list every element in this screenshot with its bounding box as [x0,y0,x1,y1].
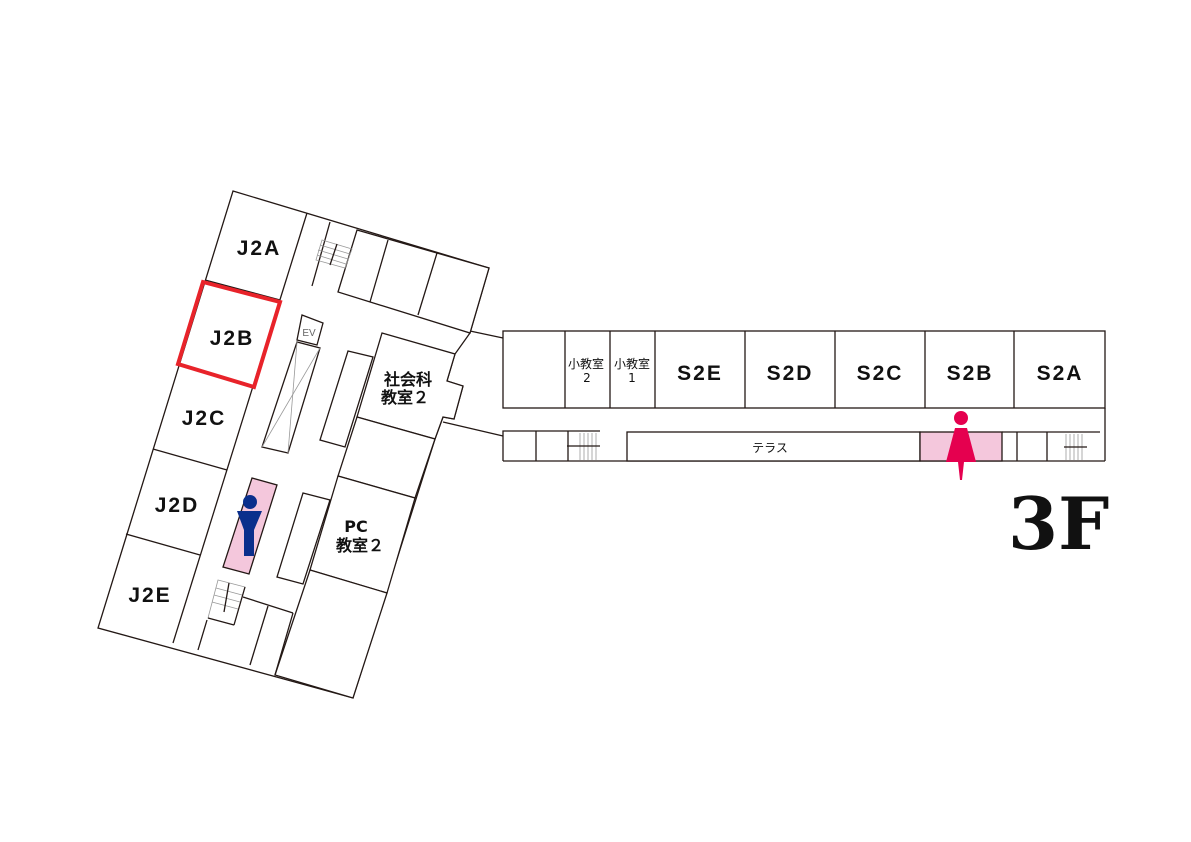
room-s2c-label[interactable]: S2C [857,362,904,385]
room-label: 教室２ [381,388,429,407]
elevator-label: EV [302,328,316,339]
room-j2d-label[interactable]: J2D [155,494,200,517]
room-block-north [337,229,490,334]
small-room-1-label[interactable]: 小教室 [614,356,650,371]
room-s2e-label[interactable]: S2E [677,362,723,385]
room-label: 社会科 [383,370,432,389]
room-label: 教室２ [336,536,384,555]
connector-wall [442,421,504,437]
room-label: PC [344,517,367,536]
room-s2a-label[interactable]: S2A [1037,362,1084,385]
room-j2c-label[interactable]: J2C [182,407,227,430]
highlighted-room-j2b[interactable] [175,279,283,390]
small-room-2-number: 2 [583,371,591,385]
room-s2d-label[interactable]: S2D [767,362,814,385]
female-toilet-icon [946,411,976,480]
terrace [626,431,921,462]
small-room-1-number: 1 [628,371,636,385]
terrace-label: テラス [752,441,788,455]
male-toilet-icon [237,495,262,556]
small-room-2-label[interactable]: 小教室 [568,356,604,371]
floor-label: 3F [1008,481,1109,566]
room-j2a-label[interactable]: J2A [237,237,282,260]
room-j2e-label[interactable]: J2E [128,584,171,607]
stairs-icon [315,239,353,269]
void-shaft [261,341,321,454]
elevator [296,314,324,346]
connector-wall [469,330,504,339]
east-wing: 小教室 2 小教室 1 S2E S2D S2C S2B S2A テラス [502,330,1106,480]
stairs-icon [1064,434,1087,460]
room-j2b-label[interactable]: J2B [210,327,255,350]
room-s2b-label[interactable]: S2B [947,362,994,385]
west-wing: EV 社会科 教室２ PC 教室２ [97,190,490,699]
stairs-icon [567,433,600,460]
